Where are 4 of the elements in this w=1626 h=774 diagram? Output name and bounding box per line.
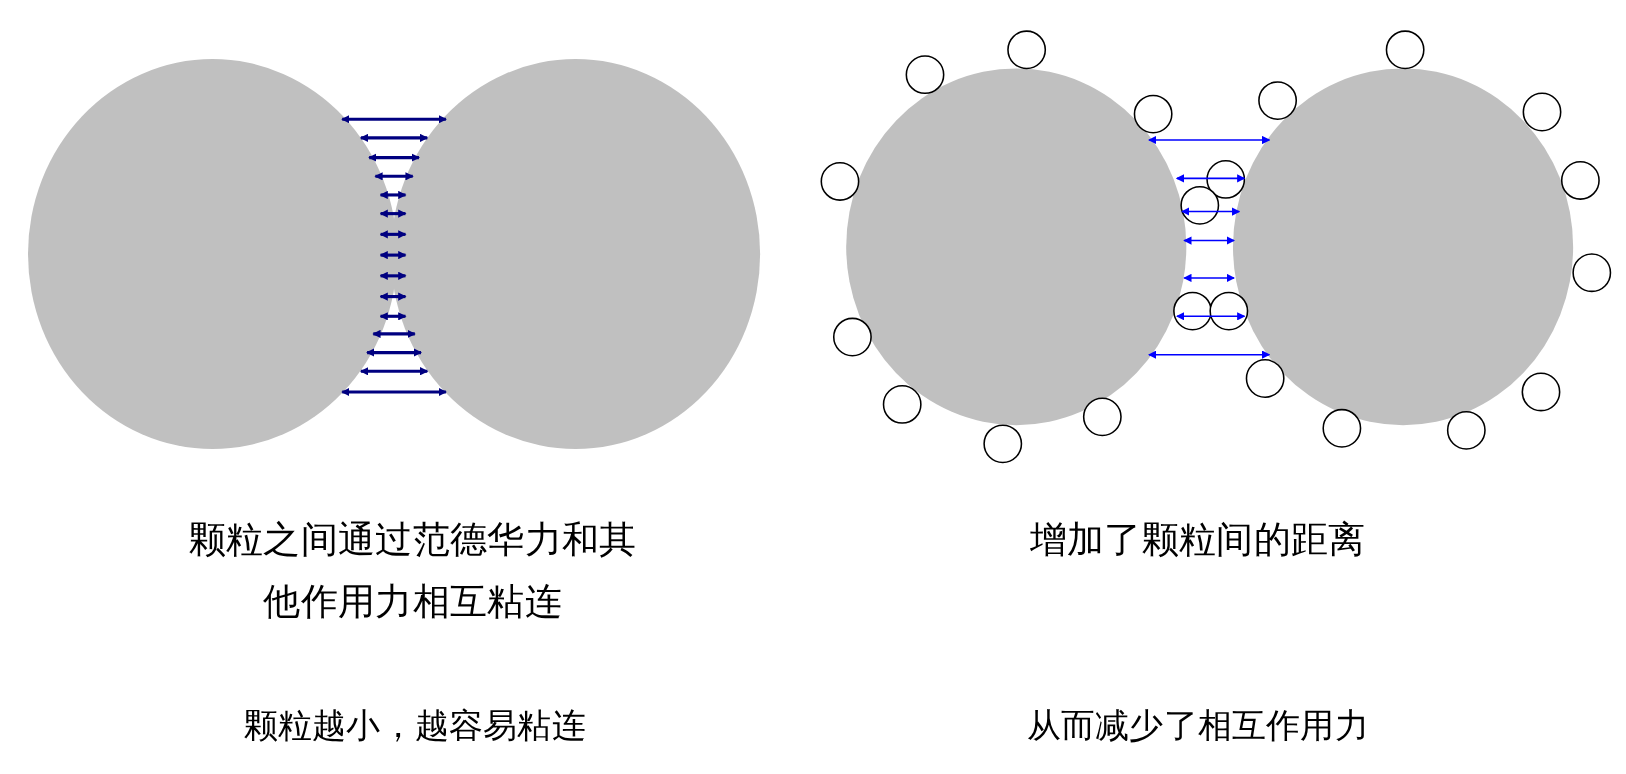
caption-text: 从而减少了相互作用力 — [1025, 704, 1370, 748]
caption-text: 颗粒越小，越容易粘连 — [242, 704, 587, 748]
caption-text: 颗粒之间通过范德华力和其他作用力相互粘连 — [187, 516, 638, 625]
caption-text: 增加了颗粒间的距离 — [1028, 516, 1367, 562]
